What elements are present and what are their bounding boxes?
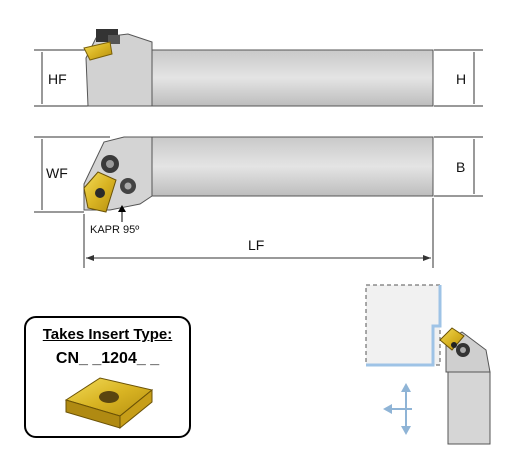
hf-label: HF [48, 71, 67, 87]
lf-arrow-left [86, 255, 94, 261]
insert-type-code: CN_ _1204_ _ [55, 350, 160, 367]
clamp-screw-side [108, 35, 120, 44]
b-label: B [456, 159, 465, 175]
insert-side [83, 41, 113, 61]
mini-clamp-head [460, 347, 466, 353]
feed-arrow-down-icon [401, 426, 411, 435]
side-view: HF H [34, 29, 483, 107]
kapr-arrowhead [118, 205, 126, 212]
feed-arrow-left-icon [383, 404, 392, 414]
kapr-label: KAPR 95º [90, 224, 139, 236]
workpiece-sketch [365, 284, 491, 445]
workpiece-edge [366, 285, 442, 367]
lf-arrow-right [423, 255, 431, 261]
mini-insert [439, 327, 465, 351]
insert-side-face [119, 388, 153, 430]
h-label: H [456, 71, 466, 87]
workpiece [365, 284, 441, 366]
insert-center-hole [99, 391, 119, 403]
pin-head [124, 182, 132, 190]
insert-hole-plan [95, 188, 105, 198]
insert-image [64, 377, 154, 430]
shank-plan [151, 136, 434, 197]
insert-type-box: Takes Insert Type: CN_ _1204_ _ [24, 316, 191, 438]
insert-type-title: Takes Insert Type: [42, 326, 173, 343]
wf-label: WF [46, 165, 68, 181]
lf-label: LF [248, 237, 264, 253]
clamp-screw-head [106, 160, 114, 168]
mini-shank [447, 371, 491, 445]
shank-side [151, 49, 434, 107]
plan-view: WF B KAPR 95º LF [34, 136, 483, 268]
mini-insert-hole [451, 342, 457, 348]
feed-arrow-up-icon [401, 383, 411, 392]
